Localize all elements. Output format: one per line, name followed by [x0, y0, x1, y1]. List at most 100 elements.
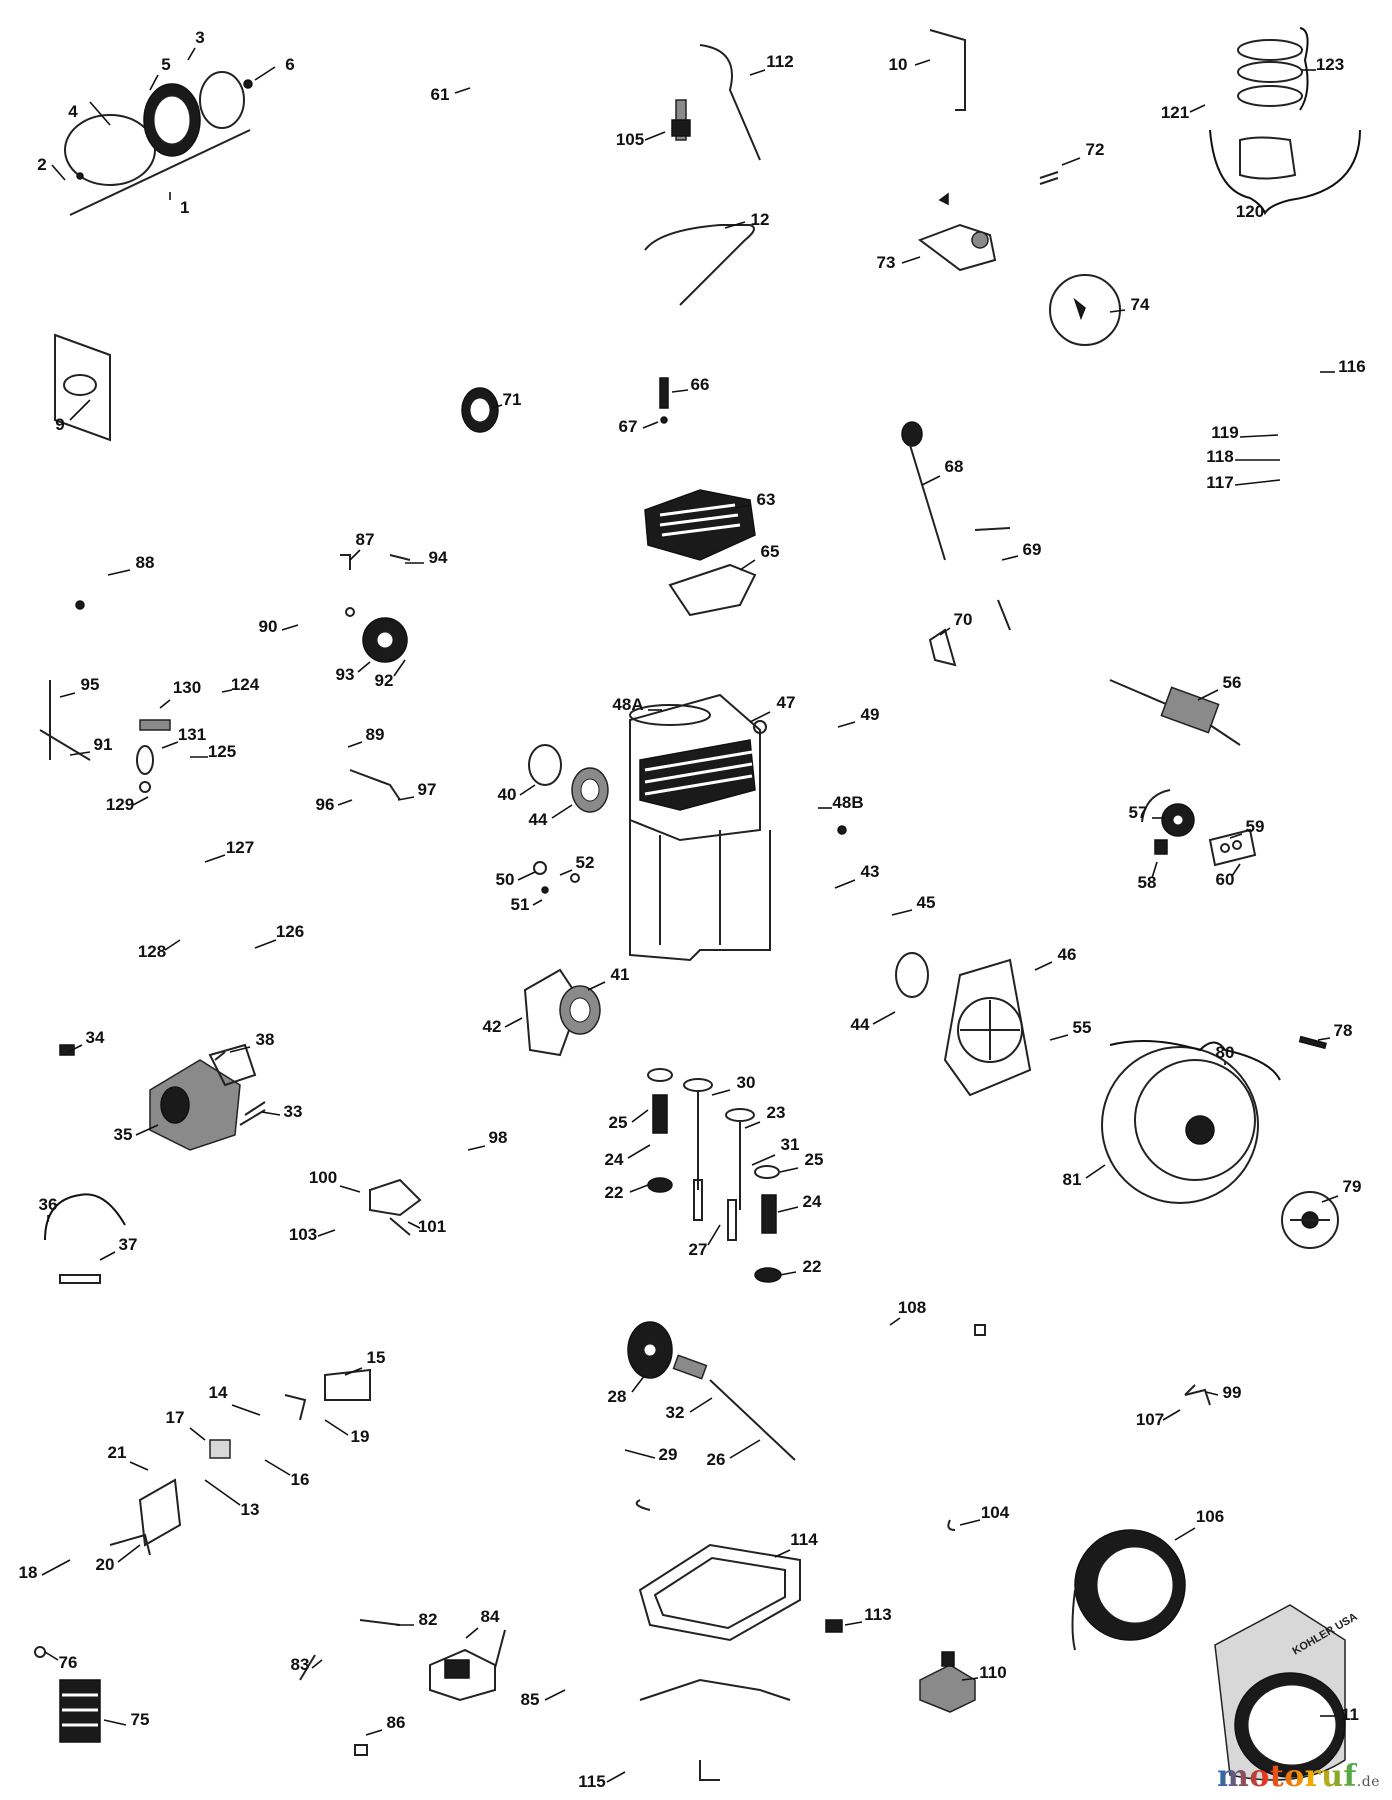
callout-label-34: 34 — [86, 1028, 105, 1047]
oil-pan-cover — [895, 952, 1032, 1097]
clip — [928, 628, 957, 667]
carburetor — [149, 1043, 266, 1151]
callout-label-82: 82 — [419, 1610, 438, 1629]
leader-line-107 — [1162, 1409, 1181, 1421]
leader-line-101 — [407, 1221, 421, 1229]
leader-line-67 — [642, 421, 659, 429]
callout-label-38: 38 — [256, 1030, 275, 1049]
callout-label-19: 19 — [351, 1427, 370, 1446]
leader-line-83 — [311, 1659, 323, 1669]
callout-label-18: 18 — [19, 1563, 38, 1582]
leader-line-25b — [779, 1167, 799, 1173]
callout-label-61: 61 — [431, 85, 450, 104]
leader-line-4 — [89, 101, 111, 126]
callout-label-94: 94 — [429, 548, 448, 567]
leader-line-86 — [365, 1729, 383, 1736]
leader-line-40 — [519, 784, 536, 796]
callout-label-58: 58 — [1138, 873, 1157, 892]
callout-label-88: 88 — [136, 553, 155, 572]
leader-line-38 — [229, 1046, 251, 1053]
leader-line-117 — [1234, 479, 1281, 486]
callout-label-100: 100 — [309, 1168, 337, 1187]
callout-label-112: 112 — [766, 52, 793, 71]
main-bearing — [528, 744, 609, 813]
callout-label-67: 67 — [619, 417, 638, 436]
callout-label-71: 71 — [503, 390, 522, 409]
callout-label-2: 2 — [37, 155, 46, 174]
leader-line-63 — [734, 504, 751, 509]
head-gasket — [668, 563, 757, 617]
callout-label-9: 9 — [55, 415, 64, 434]
key — [1298, 1035, 1327, 1050]
callout-label-36: 36 — [39, 1195, 58, 1214]
crank-gear — [1141, 789, 1257, 867]
callout-label-117: 117 — [1206, 473, 1233, 492]
base — [639, 1678, 791, 1781]
leader-line-15 — [344, 1367, 363, 1376]
callout-label-3: 3 — [195, 28, 204, 47]
callout-label-1: 1 — [180, 198, 189, 217]
muffler-assembly — [109, 1368, 371, 1556]
callout-label-60: 60 — [1216, 870, 1235, 889]
callout-label-11: 11 — [1341, 1705, 1359, 1724]
leader-line-24 — [627, 1144, 651, 1159]
callout-label-130: 130 — [173, 678, 201, 697]
callout-label-12: 12 — [751, 210, 770, 229]
callout-label-44: 44 — [529, 810, 548, 829]
leader-line-44b — [872, 1011, 896, 1025]
callout-label-79: 79 — [1343, 1177, 1362, 1196]
watermark-suffix: .de — [1356, 1774, 1380, 1790]
callout-label-23: 23 — [767, 1103, 786, 1122]
callout-label-55: 55 — [1073, 1018, 1092, 1037]
callout-label-70: 70 — [954, 610, 973, 629]
bearing-plate — [523, 968, 601, 1057]
leader-line-106 — [1174, 1527, 1196, 1541]
leader-line-19 — [324, 1419, 349, 1436]
small-hardware — [59, 600, 1211, 1756]
blower-housing: KOHLER USA — [1214, 1604, 1360, 1781]
callout-label-29: 29 — [659, 1445, 678, 1464]
leader-line-17 — [189, 1427, 206, 1441]
callout-label-48B: 48B — [832, 793, 863, 812]
callout-label-124: 124 — [231, 675, 260, 694]
blower-disc — [1049, 274, 1121, 346]
leader-line-44 — [551, 804, 573, 819]
callout-label-123: 123 — [1316, 55, 1344, 74]
callout-label-72: 72 — [1086, 140, 1105, 159]
leader-line-46 — [1034, 961, 1053, 971]
leader-line-26 — [729, 1439, 761, 1459]
leader-line-37 — [99, 1251, 116, 1261]
bracket — [929, 29, 966, 111]
leader-line-14 — [231, 1404, 261, 1416]
rotating-screen — [1281, 1191, 1339, 1249]
leader-line-121 — [1189, 104, 1206, 113]
leader-line-24b — [777, 1206, 799, 1213]
leader-line-78 — [1317, 1037, 1331, 1041]
leader-line-31 — [751, 1154, 776, 1166]
leader-line-32 — [689, 1397, 713, 1413]
callout-label-83: 83 — [291, 1655, 310, 1674]
bolt — [659, 377, 669, 424]
callout-label-95: 95 — [81, 675, 100, 694]
leader-line-110 — [961, 1677, 979, 1681]
leader-line-114 — [774, 1549, 791, 1558]
leader-line-104 — [959, 1519, 981, 1526]
leader-line-29 — [624, 1449, 656, 1459]
leader-line-70 — [939, 627, 951, 636]
ignition-coil — [34, 1646, 101, 1743]
leader-line-34 — [67, 1044, 83, 1053]
leader-line-27 — [707, 1224, 721, 1246]
leader-line-126 — [254, 939, 277, 949]
leader-line-74 — [1109, 309, 1126, 313]
callout-label-75: 75 — [131, 1710, 150, 1729]
callout-label-73: 73 — [877, 253, 896, 272]
callout-label-99: 99 — [1223, 1383, 1242, 1402]
callout-label-30: 30 — [737, 1073, 756, 1092]
intake-tube — [461, 387, 499, 433]
leader-line-84 — [465, 1627, 479, 1639]
callout-label-92: 92 — [375, 671, 394, 690]
callout-label-25b: 25 — [805, 1150, 824, 1169]
leader-line-99 — [1205, 1391, 1219, 1396]
watermark: motoruf.de — [1217, 1759, 1380, 1794]
leader-line-6 — [254, 66, 276, 81]
